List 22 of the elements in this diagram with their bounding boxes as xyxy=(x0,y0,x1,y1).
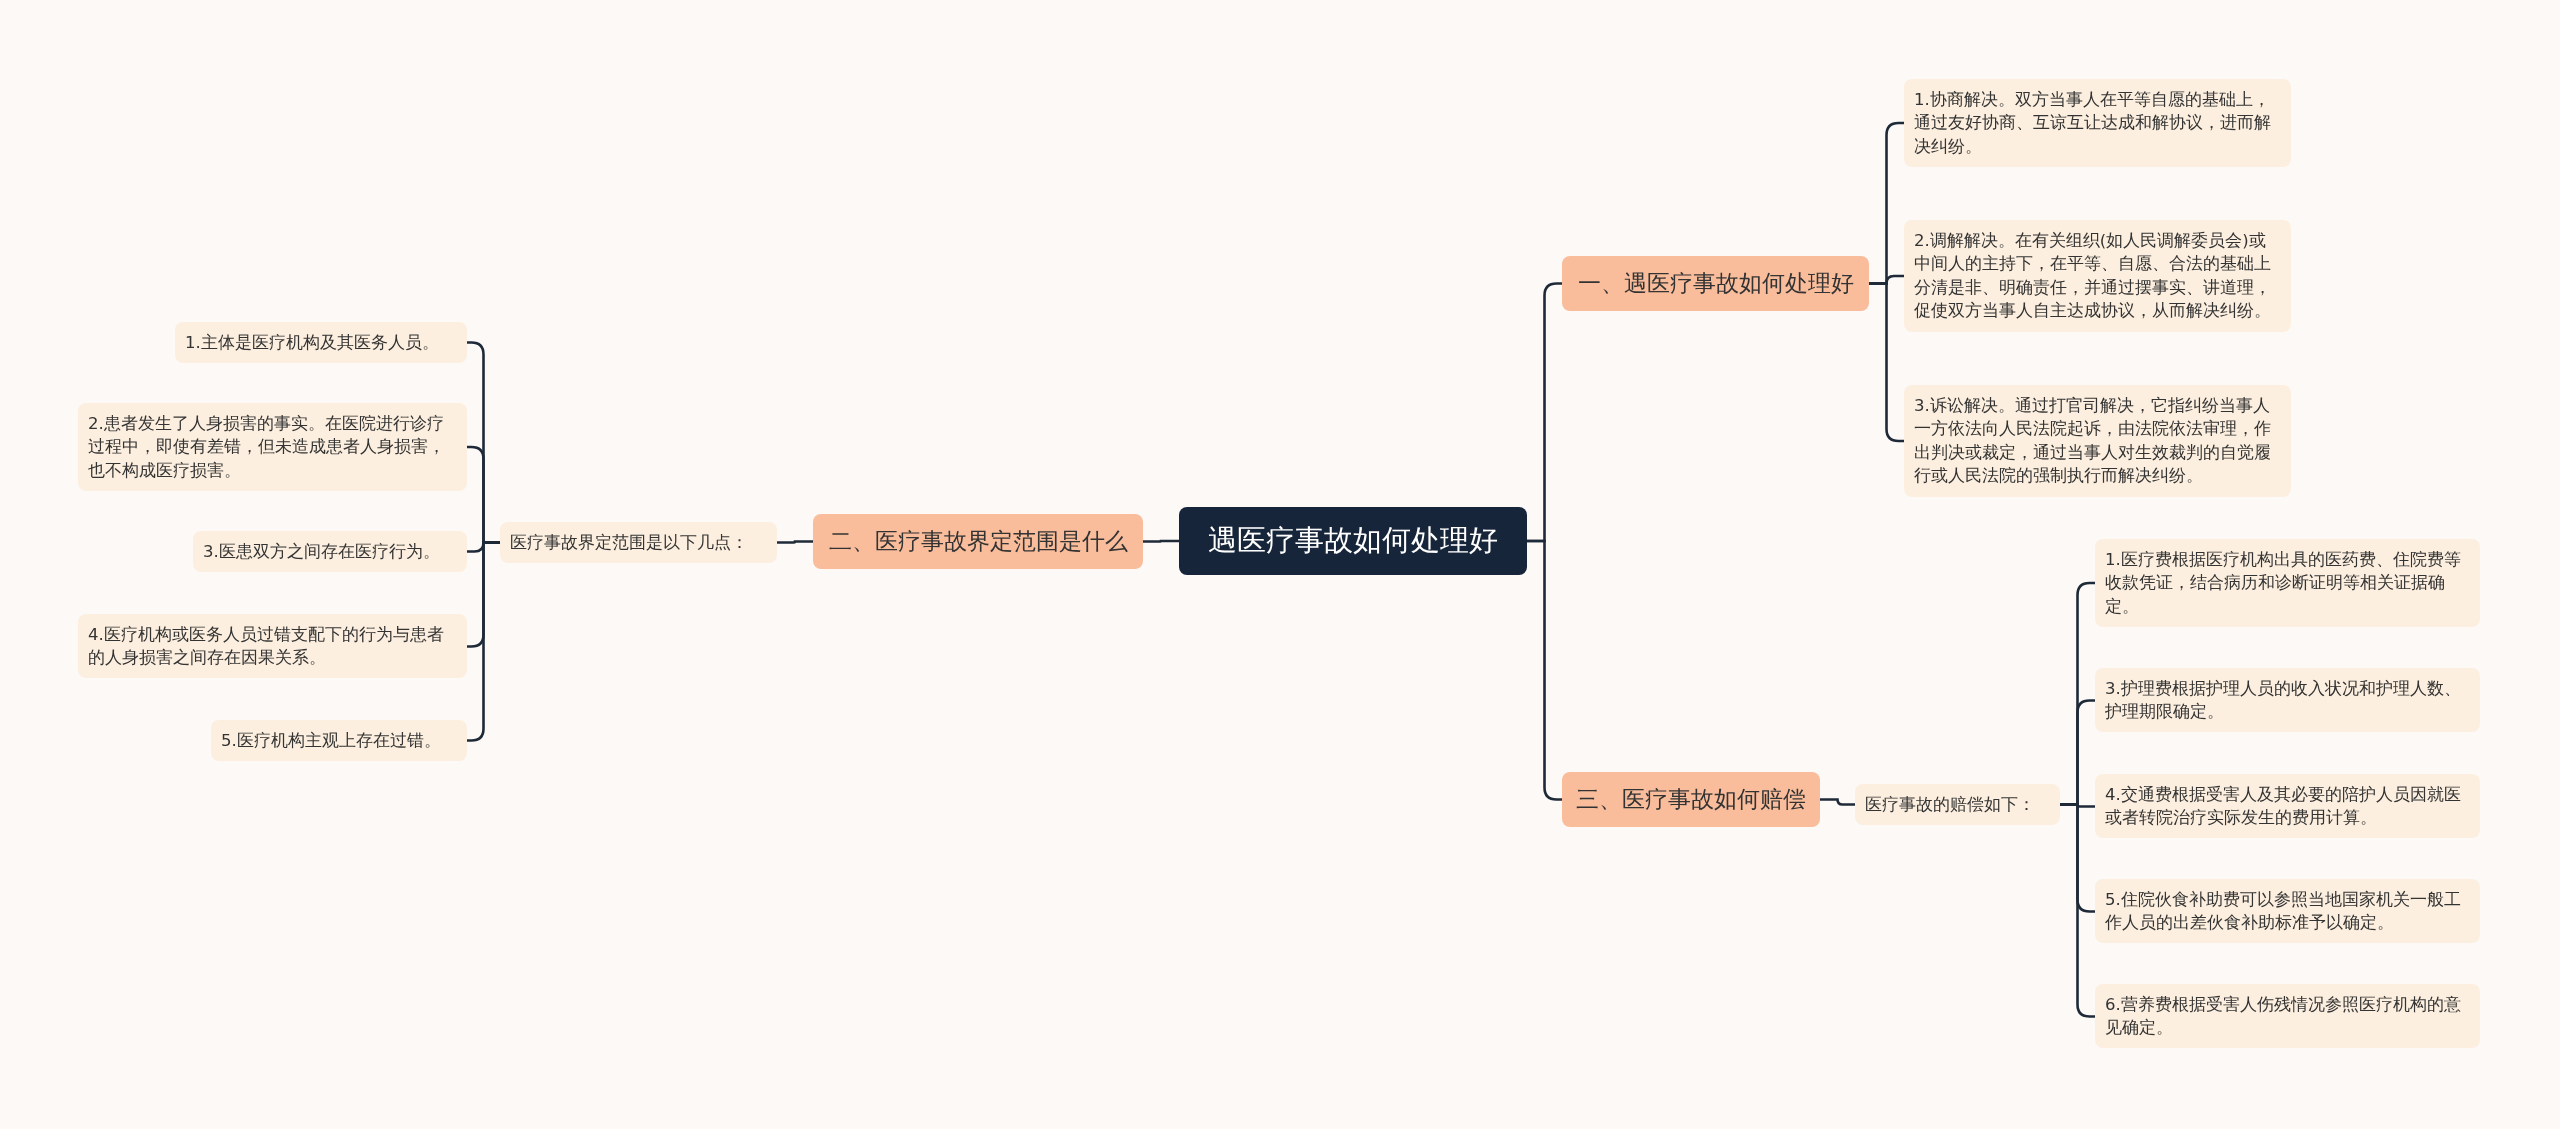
note-box: 2.患者发生了人身损害的事实。在医院进行诊疗过程中，即使有差错，但未造成患者人身损害，也不构成医疗损害。 xyxy=(78,403,467,492)
note-box: 5.医疗机构主观上存在过错。 xyxy=(211,719,467,761)
subtopic-box: 医疗事故的赔偿如下： xyxy=(1855,783,2060,825)
note-box: 4.医疗机构或医务人员过错支配下的行为与患者的人身损害之间存在因果关系。 xyxy=(78,613,467,679)
connector-line xyxy=(1143,539,1179,543)
note-box: 1.协商解决。双方当事人在平等自愿的基础上，通过友好协商、互谅互让达成和解协议，进而解决纠纷。 xyxy=(1904,79,2291,168)
topic-box: 二、医疗事故界定范围是什么 xyxy=(813,513,1143,569)
note-box: 3.诉讼解决。通过打官司解决，它指纠纷当事人一方依法向人民法院起诉，由法院依法审理，作出判决或裁定，通过当事人对生效裁判的自觉履行或人民法院的强制执行而解决纠纷。 xyxy=(1904,385,2291,497)
note-box: 1.主体是医疗机构及其医务人员。 xyxy=(175,321,467,363)
note-box: 3.医患双方之间存在医疗行为。 xyxy=(193,530,467,572)
note-box: 5.住院伙食补助费可以参照当地国家机关一般工作人员的出差伙食补助标准予以确定。 xyxy=(2095,878,2480,944)
topic-box: 三、医疗事故如何赔偿 xyxy=(1562,771,1820,827)
connector-line xyxy=(777,540,813,544)
note-box: 3.护理费根据护理人员的收入状况和护理人数、护理期限确定。 xyxy=(2095,667,2480,733)
note-box: 2.调解解决。在有关组织(如人民调解委员会)或中间人的主持下，在平等、自愿、合法的基础上分清是非、明确责任，并通过摆事实、讲道理，促使双方当事人自主达成协议，从而解决纠纷。 xyxy=(1904,220,2291,332)
root-topic: 遇医疗事故如何处理好 xyxy=(1179,507,1527,575)
subtopic-box: 医疗事故界定范围是以下几点： xyxy=(500,521,777,563)
note-box: 6.营养费根据受害人伤残情况参照医疗机构的意见确定。 xyxy=(2095,983,2480,1049)
connector-line xyxy=(1820,798,1855,806)
note-box: 1.医疗费根据医疗机构出具的医药费、住院费等收款凭证，结合病历和诊断证明等相关证据确定。 xyxy=(2095,539,2480,628)
note-box: 4.交通费根据受害人及其必要的陪护人员因就医或者转院治疗实际发生的费用计算。 xyxy=(2095,773,2480,839)
topic-box: 一、遇医疗事故如何处理好 xyxy=(1562,255,1869,311)
